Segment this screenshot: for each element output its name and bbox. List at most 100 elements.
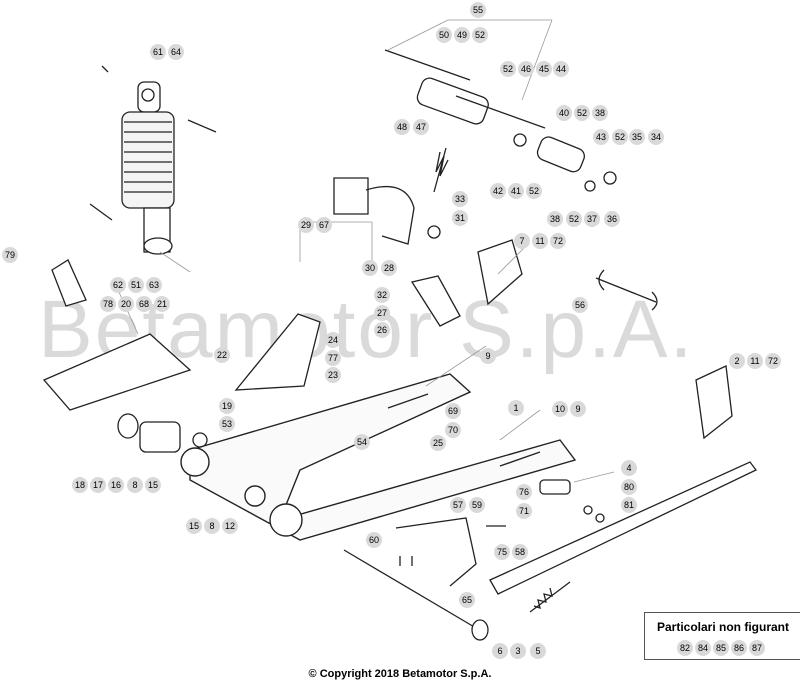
pivot-hardware (117, 413, 208, 453)
callout-number: 47 (413, 119, 429, 135)
callout-number: 9 (480, 348, 496, 364)
callout-number: 32 (374, 287, 390, 303)
callout-number: 34 (648, 129, 664, 145)
callout-number: 70 (445, 422, 461, 438)
callout-number: 5 (530, 643, 546, 659)
callout-number: 23 (325, 367, 341, 383)
callout-number: 26 (374, 322, 390, 338)
legend-number: 86 (731, 640, 747, 656)
callout-number: 21 (154, 296, 170, 312)
callout-number: 45 (536, 61, 552, 77)
callout-number: 53 (219, 416, 235, 432)
callout-number: 69 (445, 403, 461, 419)
axle-and-links (343, 461, 757, 641)
callout-number: 61 (150, 44, 166, 60)
swingarm (180, 373, 577, 541)
callout-number: 52 (566, 211, 582, 227)
callout-number: 72 (550, 233, 566, 249)
callout-number: 17 (90, 477, 106, 493)
brackets (51, 239, 733, 440)
callout-number: 37 (584, 211, 600, 227)
callout-number: 75 (494, 544, 510, 560)
callout-number: 8 (204, 518, 220, 534)
callout-number: 8 (127, 477, 143, 493)
callout-number: 43 (593, 129, 609, 145)
legend-number: 84 (695, 640, 711, 656)
callout-number: 46 (518, 61, 534, 77)
callout-number: 76 (516, 484, 532, 500)
callout-number: 36 (604, 211, 620, 227)
callout-number: 10 (552, 401, 568, 417)
callout-number: 78 (100, 296, 116, 312)
callout-number: 58 (512, 544, 528, 560)
callout-number: 52 (526, 183, 542, 199)
callout-number: 4 (621, 460, 637, 476)
legend-title: Particolari non figurant (656, 620, 789, 634)
callout-number: 16 (108, 477, 124, 493)
callout-number: 38 (547, 211, 563, 227)
callout-number: 2 (729, 353, 745, 369)
callout-number: 29 (298, 217, 314, 233)
callout-number: 33 (452, 191, 468, 207)
callout-number: 60 (366, 532, 382, 548)
callout-number: 11 (532, 233, 548, 249)
callout-number: 72 (765, 353, 781, 369)
callout-number: 9 (570, 401, 586, 417)
callout-number: 28 (381, 260, 397, 276)
callout-number: 52 (500, 61, 516, 77)
callout-number: 71 (516, 503, 532, 519)
callout-number: 25 (430, 435, 446, 451)
callout-number: 1 (508, 400, 524, 416)
shock-absorber (89, 65, 217, 255)
callout-number: 6 (492, 643, 508, 659)
legend-number: 87 (749, 640, 765, 656)
callout-number: 42 (490, 183, 506, 199)
callout-number: 30 (362, 260, 378, 276)
callout-number: 63 (146, 277, 162, 293)
callout-number: 44 (553, 61, 569, 77)
copyright-text: © Copyright 2018 Betamotor S.p.A. (308, 668, 492, 680)
chain-guide (42, 333, 192, 411)
callout-number: 54 (354, 434, 370, 450)
upper-linkage (384, 49, 617, 192)
callout-number: 62 (110, 277, 126, 293)
callout-number: 19 (219, 398, 235, 414)
callout-number: 56 (572, 297, 588, 313)
callout-number: 15 (145, 477, 161, 493)
legend-numbers: 82 84 85 86 87 (677, 640, 765, 656)
callout-number: 35 (629, 129, 645, 145)
callout-number: 79 (2, 247, 18, 263)
legend-number: 85 (713, 640, 729, 656)
callout-number: 48 (394, 119, 410, 135)
callout-number: 67 (316, 217, 332, 233)
callout-number: 22 (214, 347, 230, 363)
callout-number: 40 (556, 105, 572, 121)
callout-number: 80 (621, 479, 637, 495)
callout-number: 3 (510, 643, 526, 659)
callout-number: 57 (450, 497, 466, 513)
callout-number: 24 (325, 332, 341, 348)
callout-number: 18 (72, 477, 88, 493)
spring-bracket (333, 147, 449, 245)
callout-number: 20 (118, 296, 134, 312)
callout-number: 52 (612, 129, 628, 145)
callout-number: 50 (436, 27, 452, 43)
callout-number: 59 (469, 497, 485, 513)
callout-number: 7 (514, 233, 530, 249)
callout-number: 11 (747, 353, 763, 369)
callout-number: 41 (508, 183, 524, 199)
callout-number: 81 (621, 497, 637, 513)
callout-number: 31 (452, 210, 468, 226)
callout-number: 52 (472, 27, 488, 43)
callout-number: 77 (325, 350, 341, 366)
callout-number: 52 (574, 105, 590, 121)
callout-number: 27 (374, 305, 390, 321)
callout-number: 55 (470, 2, 486, 18)
callout-number: 65 (459, 592, 475, 608)
callout-number: 15 (186, 518, 202, 534)
callout-number: 64 (168, 44, 184, 60)
callout-number: 51 (128, 277, 144, 293)
callout-number: 68 (136, 296, 152, 312)
